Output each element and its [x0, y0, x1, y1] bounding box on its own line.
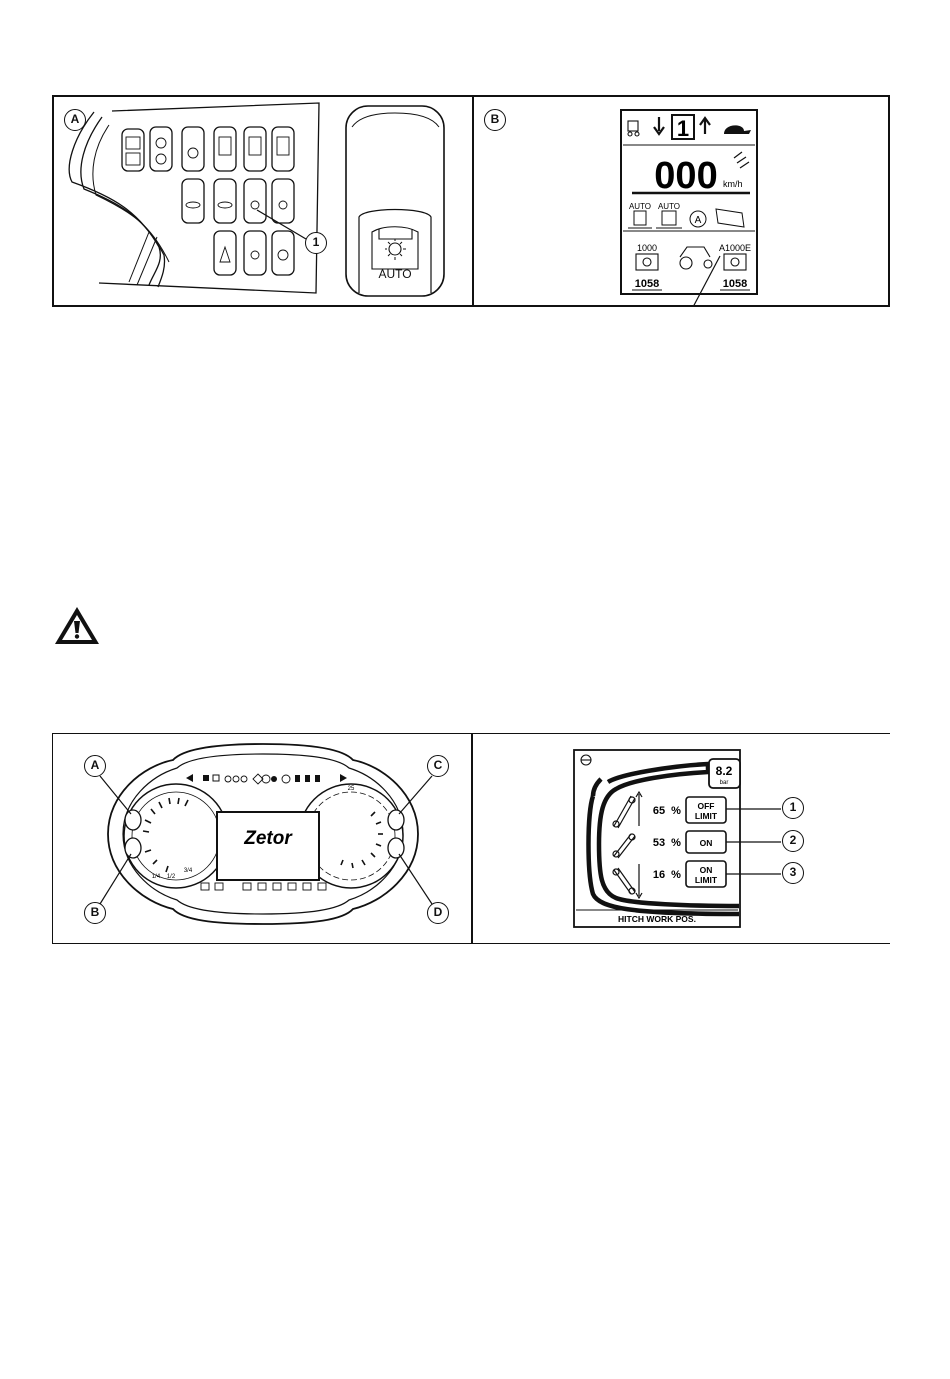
- callout-b: B: [84, 902, 106, 924]
- front-pto-rpm: 1058: [635, 278, 659, 290]
- speed-value: 000: [654, 155, 717, 197]
- rear-pto-label: A1000E: [719, 243, 751, 253]
- fuel-three-quarter: 3/4: [184, 868, 193, 874]
- pressure-unit: bar: [720, 780, 729, 786]
- icon-a-letter: A: [695, 215, 702, 226]
- figure-dashboard-and-hitch-screen: Zetor 1/4 1/2 3/4: [52, 733, 890, 944]
- row1-state-line2: LIMIT: [695, 811, 718, 821]
- row2-state-line1: ON: [700, 838, 713, 848]
- row1-percent: 65: [653, 805, 665, 817]
- callout-3-bottom: 3: [782, 862, 804, 884]
- auto-left-label: AUTO: [629, 202, 651, 211]
- hitch-footer: HITCH WORK POS.: [618, 914, 696, 924]
- speed-unit: km/h: [723, 179, 743, 189]
- row3-percent: 16: [653, 869, 665, 881]
- warning-triangle-icon: [53, 604, 101, 646]
- row1-unit: %: [671, 805, 681, 817]
- row2-unit: %: [671, 837, 681, 849]
- row3-unit: %: [671, 869, 681, 881]
- auto-right-label: AUTO: [658, 202, 680, 211]
- callout-1-bottom: 1: [782, 797, 804, 819]
- front-pto-label: 1000: [637, 243, 657, 253]
- pressure-value: 8.2: [716, 764, 733, 778]
- figure-switch-panel-and-display: A: [52, 95, 890, 307]
- row1-state-line1: OFF: [698, 801, 715, 811]
- row3-state-line2: LIMIT: [695, 875, 718, 885]
- row3-state-line1: ON: [700, 865, 713, 875]
- gear-number: 1: [677, 116, 689, 141]
- instrument-cluster-drawing: Zetor 1/4 1/2 3/4: [53, 734, 471, 943]
- callout-1-top: 1: [305, 232, 327, 254]
- callout-d: D: [427, 902, 449, 924]
- tacho-top-number: 25: [348, 786, 355, 792]
- row2-percent: 53: [653, 837, 665, 849]
- fuel-half: 1/2: [167, 874, 176, 880]
- terminal-display: 1 000 km/h AUTO AUTO A 1000 A1000E 1058 …: [472, 97, 892, 305]
- switch-auto-text: AUTO: [378, 267, 411, 281]
- callout-2-bottom: 2: [782, 830, 804, 852]
- callout-c: C: [427, 755, 449, 777]
- rear-pto-rpm: 1058: [723, 278, 747, 290]
- callout-a: A: [84, 755, 106, 777]
- cluster-brand: Zetor: [243, 828, 293, 849]
- fuel-quarter: 1/4: [152, 874, 161, 880]
- hitch-work-screen: 8.2 bar 65 % OFF LIMIT 53 % ON 16 % ON L…: [471, 734, 891, 943]
- switch-panel-drawing: AUTO: [54, 97, 472, 305]
